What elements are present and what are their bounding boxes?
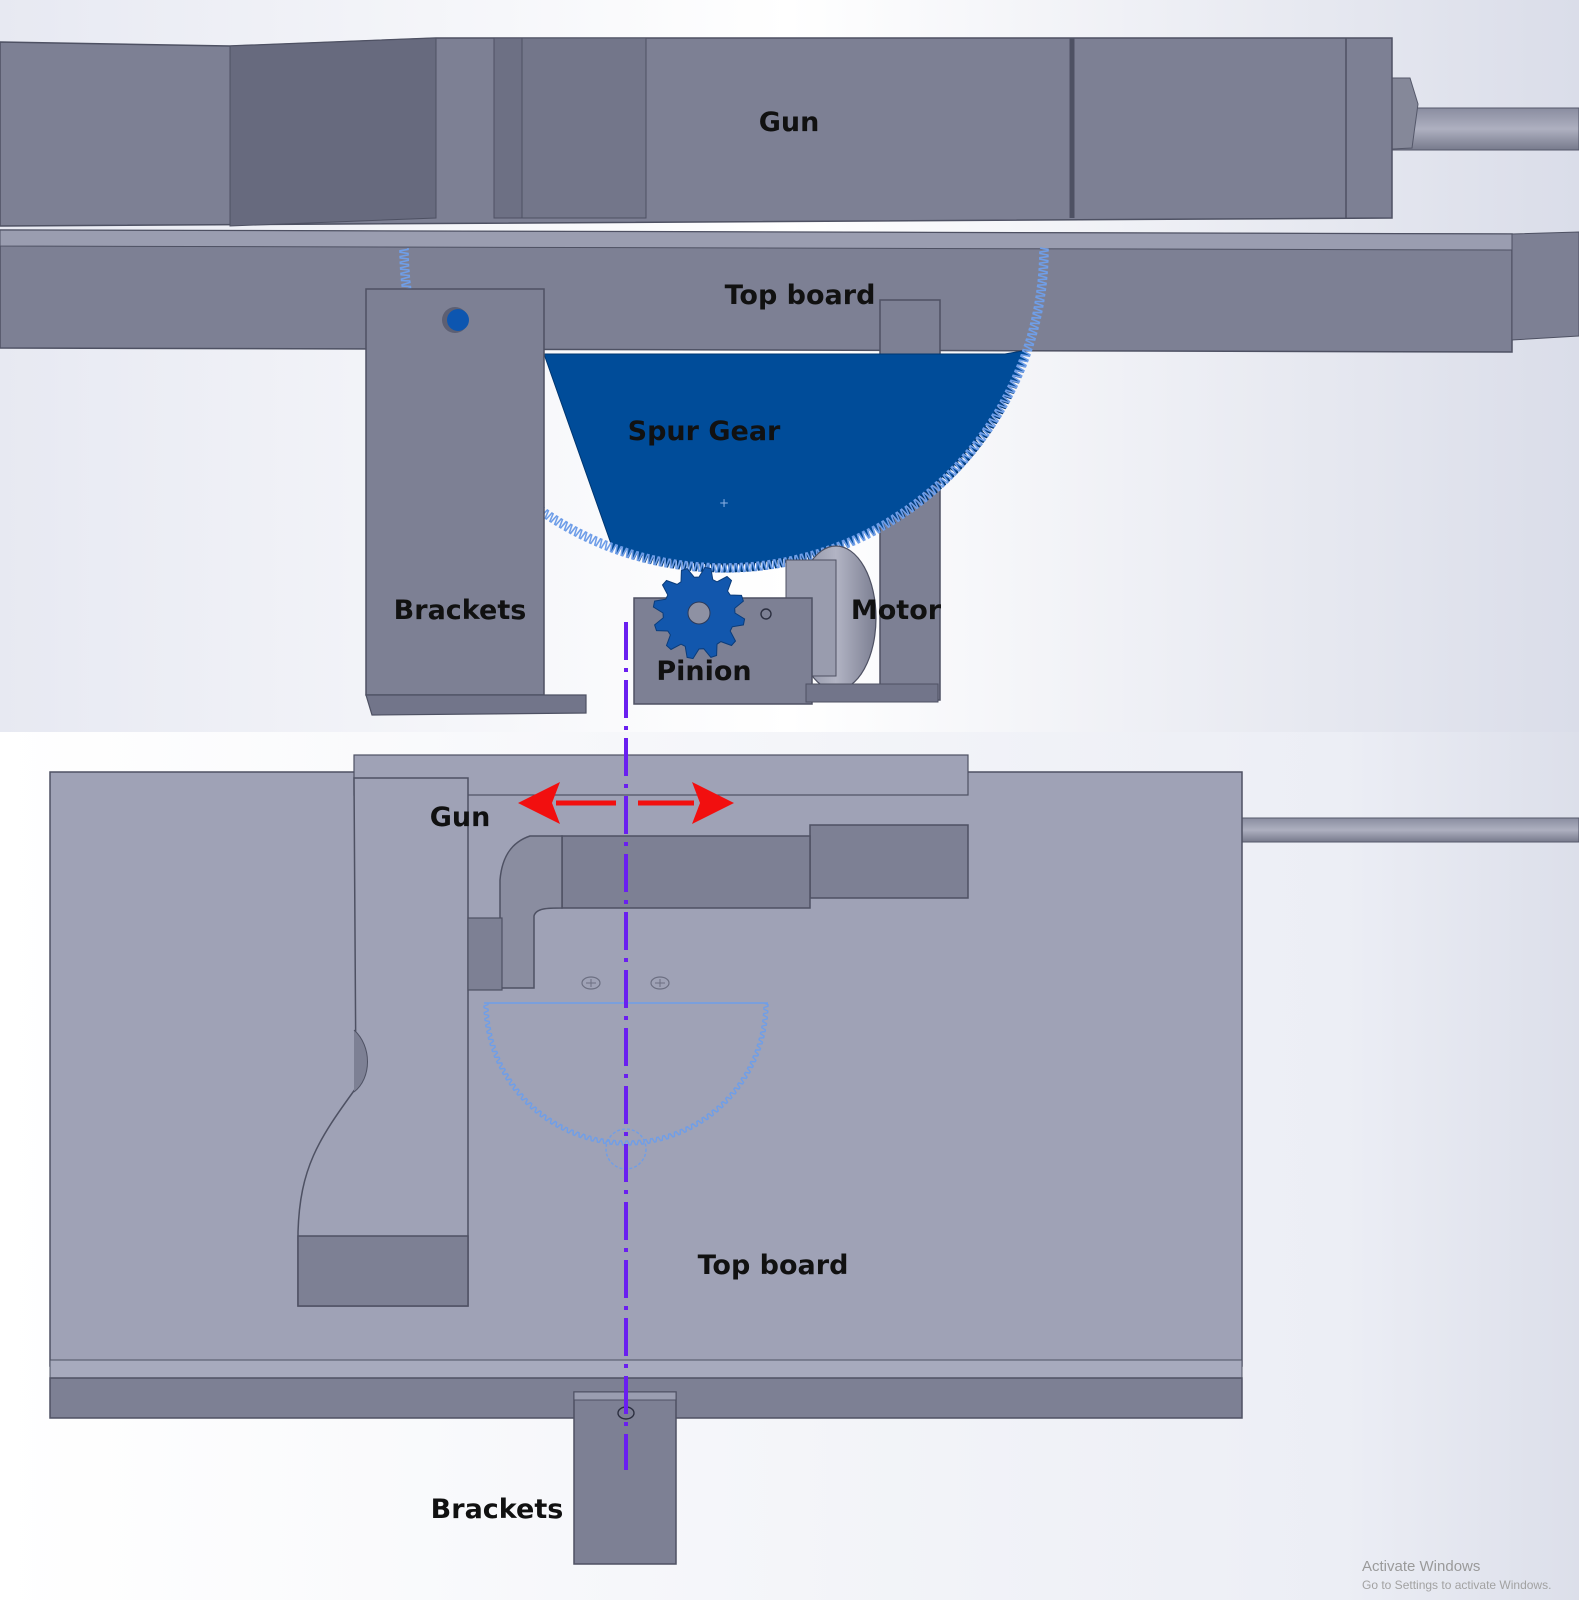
label-brackets-top: Brackets — [394, 595, 527, 626]
label-spur-gear: Spur Gear — [628, 416, 781, 447]
gun-grip-base — [297, 1235, 469, 1307]
mount-holes — [581, 976, 670, 990]
watermark-title: Activate Windows — [1362, 1558, 1480, 1575]
left-arrow-icon — [518, 782, 616, 824]
right-arrow-icon — [638, 782, 734, 824]
gun-body-groove — [493, 37, 523, 219]
label-pinion: Pinion — [656, 656, 751, 687]
top-board-front-lip — [49, 1359, 1243, 1379]
gun-body — [0, 37, 1393, 227]
label-brackets-front: Brackets — [431, 1494, 564, 1525]
gun-elbow-lug — [467, 917, 503, 991]
top-board-edge — [0, 229, 1513, 251]
bottom-bracket — [573, 1391, 677, 1565]
motor-screw — [760, 608, 772, 620]
label-top-board-front: Top board — [698, 1250, 849, 1281]
top-board-extension — [1511, 231, 1579, 341]
label-top-board-top: Top board — [725, 280, 876, 311]
gun-body-panel — [521, 37, 647, 219]
top-view: + Gun Top board Spur Gear Brackets Motor… — [0, 37, 1579, 716]
label-gun-top: Gun — [759, 107, 820, 138]
gun-grip-notch — [353, 1029, 368, 1093]
gear-center-mark: + — [719, 496, 729, 510]
pinion — [652, 566, 746, 660]
gun-barrel — [561, 835, 811, 909]
label-motor: Motor — [851, 595, 942, 626]
pinion-shaft — [687, 601, 711, 625]
label-gun-front: Gun — [430, 802, 491, 833]
gun-body-shaded-panel — [229, 37, 437, 227]
left-bracket-foot — [365, 694, 587, 716]
gun-elbow — [499, 835, 563, 989]
motor-base-plate — [805, 683, 939, 703]
hidden-gear-sketch — [483, 1002, 769, 1146]
bracket-hole — [447, 309, 469, 331]
gun-barrel-end — [809, 824, 969, 899]
left-bracket — [365, 288, 545, 696]
watermark-subtitle: Go to Settings to activate Windows. — [1362, 1578, 1551, 1592]
front-view: Gun Top board Brackets — [49, 754, 1579, 1565]
rotation-arrows — [518, 782, 734, 824]
